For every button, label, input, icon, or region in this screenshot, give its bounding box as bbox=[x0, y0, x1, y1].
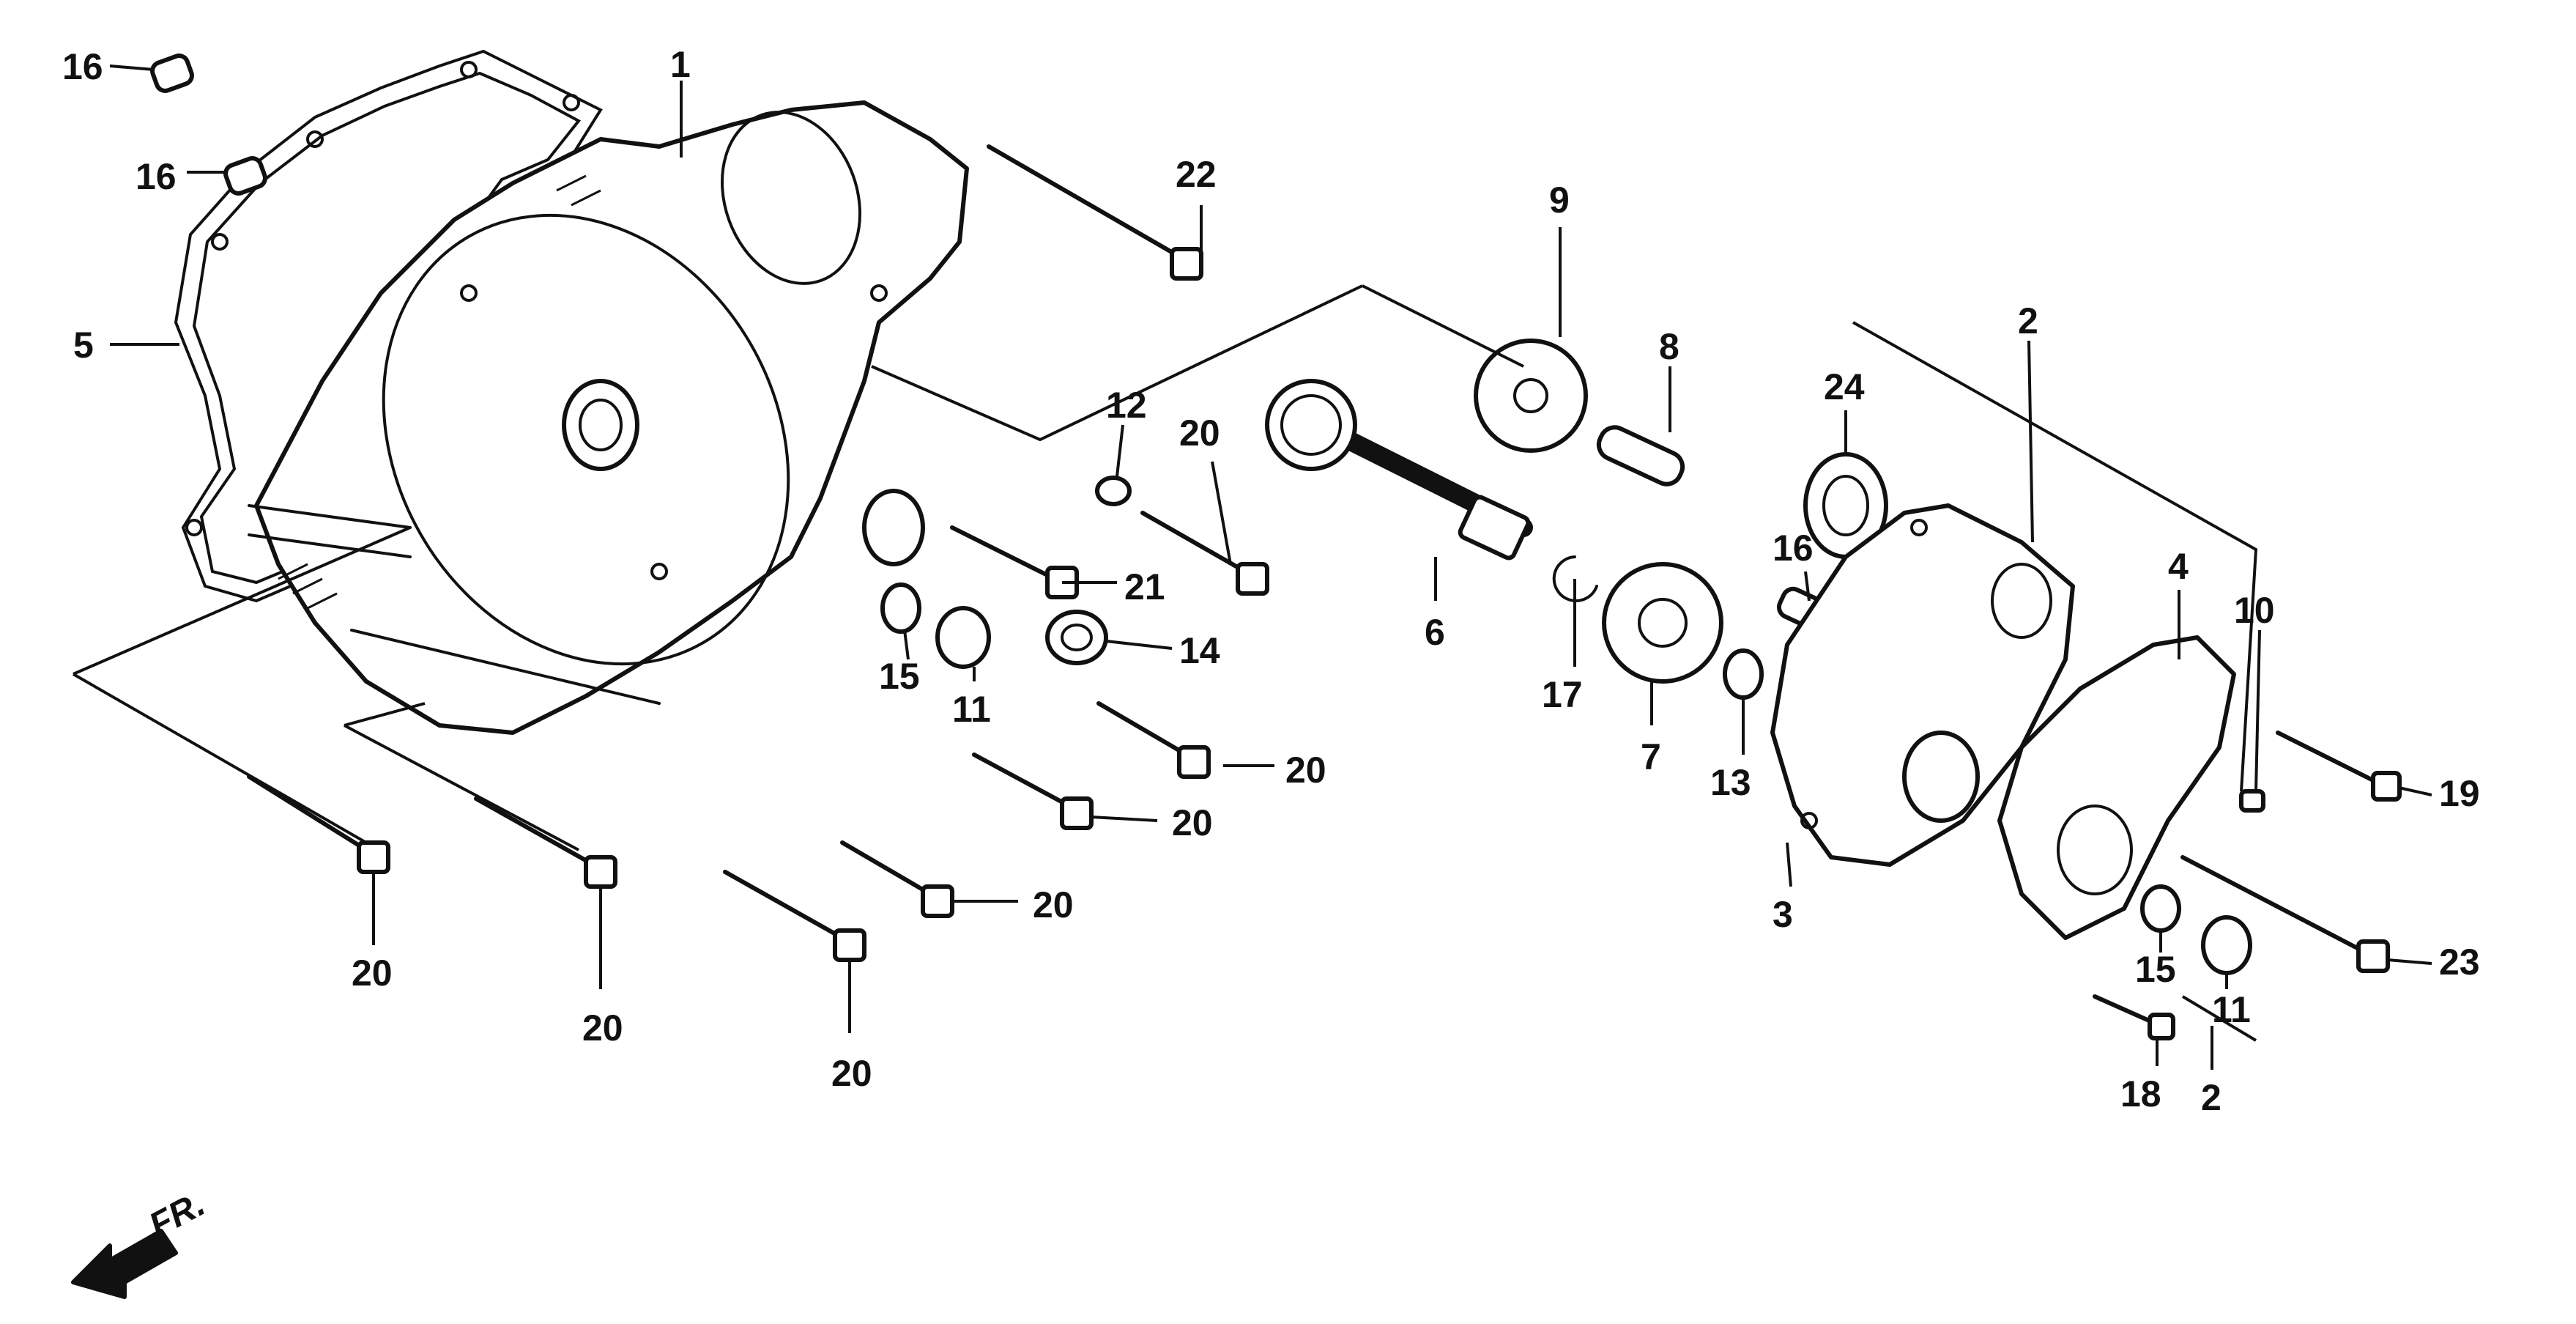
plug-11-left-part bbox=[935, 606, 991, 669]
bolt-21-part bbox=[950, 525, 1079, 599]
dowel-pin-top bbox=[150, 53, 194, 93]
callout-4: 4 bbox=[2168, 546, 2189, 587]
bolt-18-part bbox=[2093, 994, 2175, 1040]
callout-13: 13 bbox=[1710, 762, 1751, 803]
callout-20: 20 bbox=[1179, 413, 1220, 454]
bolt-20-row3-part bbox=[840, 840, 954, 918]
callout-15: 15 bbox=[879, 656, 920, 697]
callout-21: 21 bbox=[1124, 566, 1165, 607]
bolt-20-row2-part bbox=[972, 752, 1094, 830]
callout-24: 24 bbox=[1824, 366, 1865, 407]
callout-20: 20 bbox=[352, 953, 393, 994]
bolt-20-upper-part bbox=[1140, 511, 1269, 596]
callout-3: 3 bbox=[1773, 894, 1793, 935]
callout-19: 19 bbox=[2439, 773, 2480, 814]
seal-15-right-part bbox=[2140, 884, 2181, 933]
bolt-20-bottom-b-part bbox=[474, 796, 617, 889]
reference-lines bbox=[73, 284, 2258, 1042]
dowel-pin-middle bbox=[223, 156, 267, 196]
bolt-23-part bbox=[2180, 855, 2390, 973]
callout-16: 16 bbox=[62, 46, 103, 87]
callout-23: 23 bbox=[2439, 942, 2480, 983]
callout-20: 20 bbox=[582, 1007, 623, 1049]
callout-16: 16 bbox=[136, 156, 177, 197]
callout-2: 2 bbox=[2201, 1077, 2221, 1118]
callout-10: 10 bbox=[2234, 590, 2275, 631]
callout-22: 22 bbox=[1176, 154, 1217, 195]
callout-12: 12 bbox=[1106, 385, 1147, 426]
shaft-gear-part bbox=[1265, 379, 1533, 561]
plug-11-right-part bbox=[2201, 915, 2252, 975]
bolt-20-bottom-a-part bbox=[247, 774, 390, 874]
callout-11: 11 bbox=[2212, 989, 2251, 1030]
callout-20: 20 bbox=[1285, 750, 1326, 791]
bolt-19-part bbox=[2276, 731, 2402, 802]
callout-17: 17 bbox=[1542, 674, 1583, 715]
callout-leaders bbox=[109, 64, 2432, 1070]
callout-2: 2 bbox=[2018, 300, 2038, 341]
callout-5: 5 bbox=[73, 325, 94, 366]
callout-8: 8 bbox=[1659, 326, 1679, 367]
callout-6: 6 bbox=[1425, 612, 1445, 653]
gear-7-part bbox=[1602, 562, 1723, 684]
seal-15-left-part bbox=[880, 583, 921, 634]
bolt-20-bottom-c-part bbox=[723, 870, 866, 962]
bolt-10-part bbox=[2239, 789, 2265, 813]
callout-11: 11 bbox=[952, 689, 991, 730]
callout-20: 20 bbox=[831, 1053, 872, 1094]
crankcase-cover-part bbox=[248, 100, 969, 735]
callout-18: 18 bbox=[2120, 1073, 2161, 1114]
cover-3-part bbox=[1770, 503, 2075, 867]
bearing-14-part bbox=[1045, 610, 1108, 665]
pin-8-part bbox=[1596, 425, 1685, 487]
callout-14: 14 bbox=[1179, 630, 1220, 671]
front-direction-marker: FR. bbox=[71, 1185, 211, 1299]
bolt-22-part bbox=[987, 144, 1203, 281]
callout-9: 9 bbox=[1549, 180, 1570, 221]
callout-7: 7 bbox=[1641, 736, 1661, 777]
callout-20: 20 bbox=[1172, 802, 1213, 843]
washer-13-part bbox=[1723, 648, 1764, 700]
callout-1: 1 bbox=[670, 44, 691, 85]
callout-16: 16 bbox=[1773, 528, 1814, 569]
plate-4-part bbox=[1997, 635, 2236, 940]
circlip-17-part bbox=[1552, 555, 1598, 602]
callout-labels: 16 16 5 1 22 12 20 21 14 15 11 20 20 20 … bbox=[62, 44, 2480, 1118]
washer-12-part bbox=[1095, 476, 1132, 506]
gear-9-part bbox=[1474, 339, 1588, 453]
bolt-20-row1-part bbox=[1096, 701, 1211, 779]
callout-15: 15 bbox=[2135, 949, 2176, 990]
callout-20: 20 bbox=[1033, 884, 1074, 925]
